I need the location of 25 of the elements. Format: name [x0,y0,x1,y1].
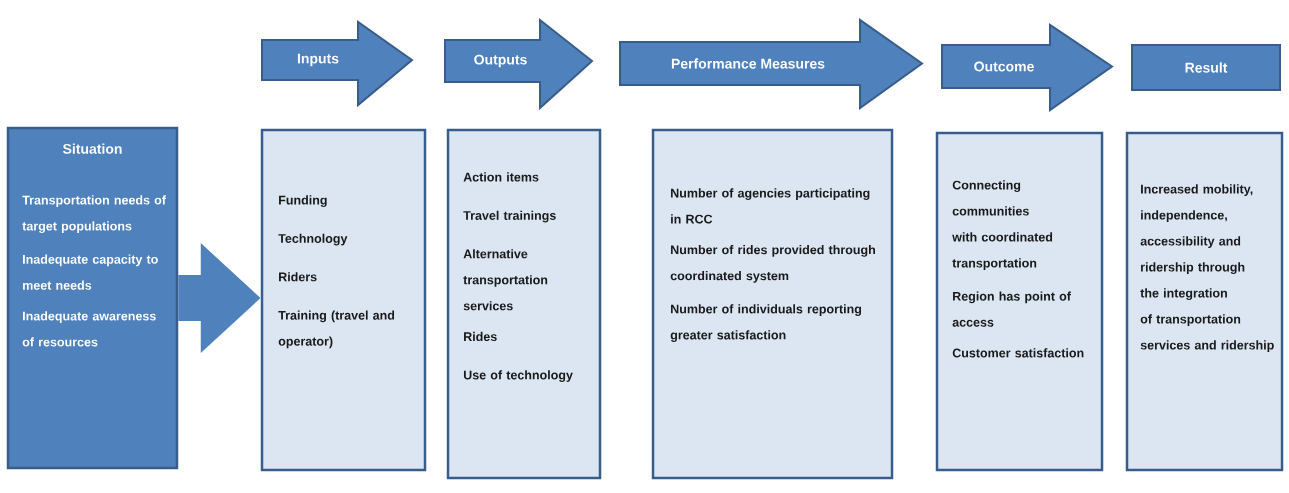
heading: Situation [62,143,122,154]
heading: Performance Measures [671,58,825,69]
list-item: Increased mobility, independence, accessibility and ridership through the integration of transportation services and ridership [1140,184,1274,352]
list-item: Transportation needs of target populations [22,195,166,234]
list-item: Number of individuals reporting greater satisfaction [670,304,862,342]
list-item: Inadequate capacity to meet needs [23,254,158,290]
list-item: Inadequate awareness of resources [22,311,156,347]
list-item: Connecting communities with coordinated transportation [952,180,1053,270]
list-item: Travel trainings [463,210,556,223]
list-item: Rides [464,331,497,342]
heading: Outputs [474,54,527,68]
list-item: Alternative transportation services [463,249,548,311]
list-item: Training (travel and operator) [278,310,395,349]
list-item: Region has point of access [952,291,1071,327]
list-item: Number of agencies participating in RCC [671,188,870,224]
list-item: Action items [463,172,539,182]
list-item: Customer satisfaction [952,348,1084,358]
heading-box: Result [1131,44,1281,91]
list-item: Riders [279,272,317,282]
list-item: Technology [278,233,348,246]
heading: Outcome [974,61,1034,72]
list-item: Number of rides provided through coordinated system [670,245,875,283]
list-item: Funding [279,195,327,208]
list-item: Use of technology [463,370,573,382]
heading: Inputs [297,53,339,67]
